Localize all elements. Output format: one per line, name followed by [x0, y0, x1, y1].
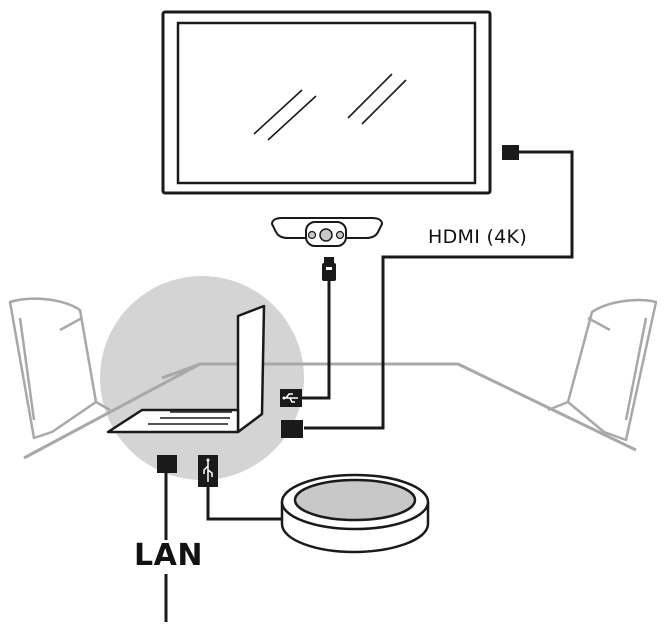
- display-hdmi-port-icon: [502, 145, 519, 160]
- usb-cable-camera: [302, 281, 331, 400]
- display-icon: [161, 10, 492, 195]
- usb-cable-speaker: [206, 487, 286, 521]
- laptop-hdmi-port-icon: [281, 420, 303, 438]
- camera-icon: [270, 217, 384, 247]
- laptop-icon: [106, 304, 266, 434]
- hdmi-cable: [304, 150, 574, 430]
- right-chair-icon: [547, 298, 658, 442]
- laptop-usb-port-vertical-icon: [198, 455, 218, 487]
- hdmi-label: HDMI (4K): [428, 226, 528, 248]
- camera-usb-plug-icon: [322, 257, 336, 281]
- laptop-highlight-circle: [100, 276, 304, 480]
- laptop-lan-port-icon: [157, 455, 177, 473]
- speakerphone-icon: [280, 473, 430, 554]
- lan-label: LAN: [134, 538, 203, 573]
- left-chair-icon: [8, 297, 111, 440]
- laptop-usb-port-icon: [280, 389, 302, 407]
